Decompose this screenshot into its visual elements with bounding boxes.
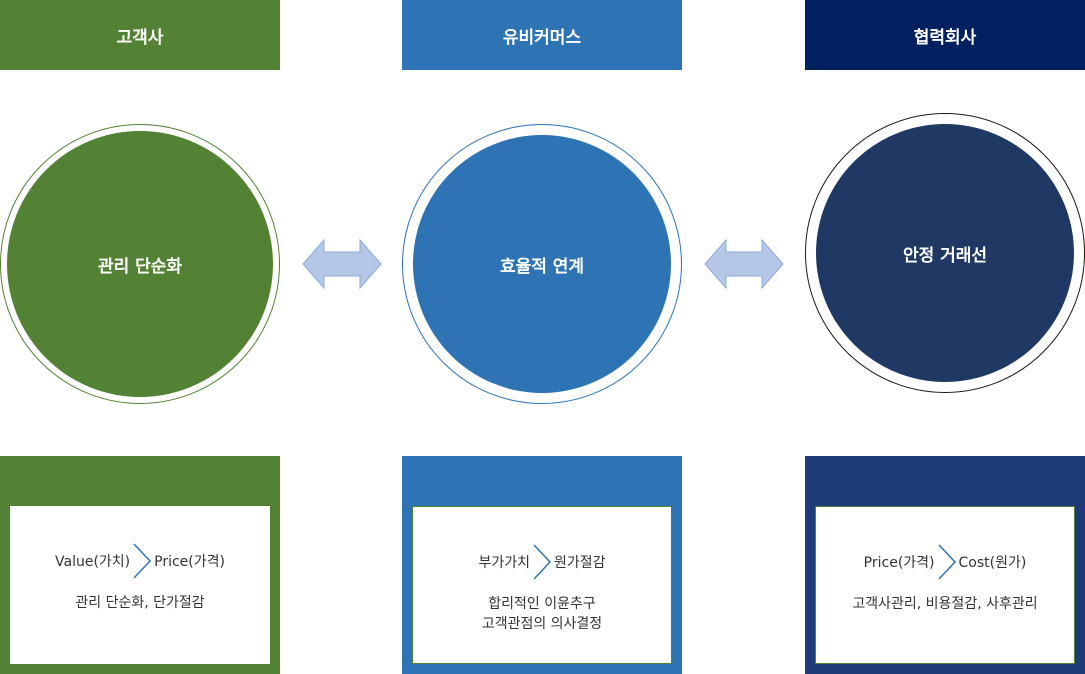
header-ubicommerce: 유비커머스	[402, 0, 682, 70]
chevron-right-icon	[937, 544, 956, 580]
chevron-right-icon	[133, 543, 152, 579]
panel-customer-card: Value(가치) Price(가격) 관리 단순화, 단가절감	[10, 506, 270, 664]
header-customer-label: 고객사	[116, 27, 164, 48]
circle-customer: 관리 단순화	[0, 124, 280, 404]
desc-line: 고객사관리, 비용절감, 사후관리	[852, 596, 1038, 612]
circle-ubicommerce: 효율적 연계	[402, 124, 682, 404]
circle-ubicommerce-label: 효율적 연계	[499, 256, 585, 277]
panel-ubicommerce-card: 부가가치 원가절감 합리적인 이윤추구 고객관점의 의사결정	[412, 506, 672, 664]
circle-ubicommerce-fill: 효율적 연계	[413, 135, 671, 393]
panel-description: 고객사관리, 비용절감, 사후관리	[852, 594, 1037, 614]
desc-line: 합리적인 이윤추구	[488, 596, 596, 612]
flow-from: Price(가격)	[863, 555, 935, 571]
panel-partner: Price(가격) Cost(원가) 고객사관리, 비용절감, 사후관리	[805, 456, 1085, 674]
value-flow: Value(가치) Price(가격)	[55, 543, 225, 579]
double-arrow-right-shape	[704, 238, 784, 290]
circle-customer-label: 관리 단순화	[97, 256, 183, 277]
flow-to: Price(가격)	[154, 554, 225, 570]
circle-partner-label: 안정 거래선	[902, 245, 988, 266]
header-partner-label: 협력회사	[913, 27, 977, 48]
desc-line: 고객관점의 의사결정	[481, 616, 603, 632]
circle-partner-fill: 안정 거래선	[816, 124, 1074, 382]
value-flow: 부가가치 원가절감	[478, 544, 606, 580]
chevron-right-icon	[533, 544, 552, 580]
double-arrow-icon	[704, 238, 784, 290]
panel-partner-card: Price(가격) Cost(원가) 고객사관리, 비용절감, 사후관리	[815, 506, 1075, 664]
header-ubicommerce-label: 유비커머스	[502, 27, 582, 48]
panel-ubicommerce: 부가가치 원가절감 합리적인 이윤추구 고객관점의 의사결정	[402, 456, 682, 674]
flow-from: Value(가치)	[55, 554, 131, 570]
double-arrow-left-shape	[302, 238, 382, 290]
circle-partner: 안정 거래선	[805, 113, 1085, 393]
header-customer: 고객사	[0, 0, 280, 70]
panel-customer: Value(가치) Price(가격) 관리 단순화, 단가절감	[0, 456, 280, 674]
flow-to: 원가절감	[554, 555, 606, 571]
double-arrow-icon	[302, 238, 382, 290]
circle-customer-fill: 관리 단순화	[7, 131, 273, 397]
flow-from: 부가가치	[478, 555, 530, 571]
panel-description: 합리적인 이윤추구 고객관점의 의사결정	[482, 594, 602, 634]
panel-description: 관리 단순화, 단가절감	[75, 593, 204, 613]
desc-line: 관리 단순화, 단가절감	[75, 595, 205, 611]
header-partner: 협력회사	[805, 0, 1085, 70]
flow-to: Cost(원가)	[958, 555, 1027, 571]
value-flow: Price(가격) Cost(원가)	[863, 544, 1027, 580]
